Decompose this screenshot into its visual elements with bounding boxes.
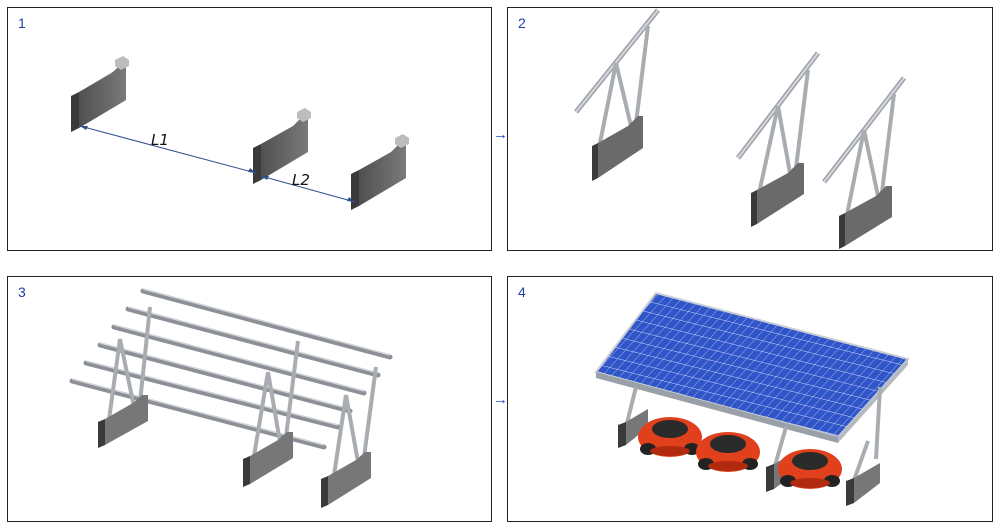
car [778,449,842,489]
step-number: 4 [518,284,526,300]
column-frame [822,76,906,249]
frame-struts [106,306,378,483]
foundation-block [253,108,311,184]
car [638,417,702,457]
step-3-panel: 3 [7,276,492,522]
car [696,432,760,472]
step-number: 3 [18,284,26,300]
step-4-panel: 4 [507,276,993,522]
column-frame [574,8,660,181]
l1-label: L1 [151,131,169,149]
l2-label: L2 [292,171,310,189]
l2-dimension-line [260,175,356,203]
step-number: 1 [18,15,26,31]
arrow-right-icon: → [493,126,508,143]
solar-carport-illustration [594,291,910,506]
foundation-block [351,134,409,210]
purlin-frame-illustration [69,288,393,508]
column-beam-illustration [574,8,906,249]
step-number: 2 [518,15,526,31]
column-frame [736,51,820,227]
step-1-panel: 1 L1 L [7,7,492,251]
foundation-layout-illustration: L1 L2 [71,56,409,210]
l1-dimension-line [79,125,257,174]
arrow-right-icon: → [493,391,508,408]
carport-posts [624,386,882,484]
step-2-panel: 2 [507,7,993,251]
foundation-blocks [98,395,371,508]
foundation-block [71,56,129,132]
